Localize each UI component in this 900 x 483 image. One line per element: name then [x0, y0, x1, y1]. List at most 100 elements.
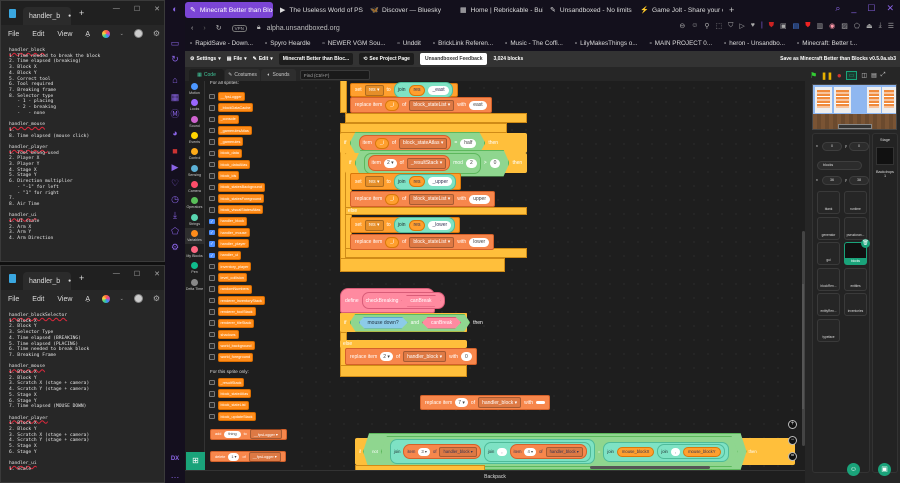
show-list-checkbox[interactable]: [209, 402, 215, 408]
dropdown[interactable]: handler_block ▾: [546, 447, 583, 457]
sprite-y-field[interactable]: 38: [849, 176, 869, 185]
list-reporter[interactable]: block_data: [217, 148, 242, 158]
category-strings[interactable]: Strings: [185, 211, 204, 227]
variable-reporter[interactable]: _i: [385, 193, 400, 205]
list-dropdown[interactable]: __fpsLogger ▾: [248, 451, 281, 462]
vr-icon[interactable]: ▭: [170, 38, 180, 48]
save-as-button[interactable]: Save as Minecraft Better than Blocks v0.…: [780, 56, 896, 62]
snapshot-icon[interactable]: ⬚: [715, 23, 723, 30]
show-list-checkbox[interactable]: [209, 391, 215, 397]
list-reporter[interactable]: renderer_inventoryStack: [217, 296, 265, 306]
stop-icon[interactable]: ●: [836, 71, 842, 80]
see-project-page-button[interactable]: ⟲See Project Page: [359, 53, 414, 65]
bookmark[interactable]: ▫MAIN PROJECT 0...: [650, 40, 713, 47]
horizontal-scrollbar[interactable]: [590, 466, 710, 469]
index-dropdown[interactable]: 1 ▾: [228, 452, 240, 461]
maximize-icon[interactable]: ☐: [133, 6, 141, 13]
show-list-checkbox[interactable]: [209, 127, 215, 134]
bookmark[interactable]: ▫Spyro Heardle: [265, 40, 311, 47]
settings-icon[interactable]: ⚙: [170, 242, 180, 252]
more-icon[interactable]: …: [170, 470, 180, 480]
number-dropdown[interactable]: 4 ▾: [524, 448, 536, 456]
variable-reporter[interactable]: mouse_blockX: [617, 447, 654, 457]
variable-reporter[interactable]: res: [408, 84, 426, 96]
category-control[interactable]: Control: [185, 146, 204, 162]
list-reporter[interactable]: world_background: [217, 341, 255, 351]
show-list-checkbox[interactable]: [209, 320, 215, 326]
dropdown[interactable]: handler_block ▾: [478, 397, 522, 408]
ui-extension-label[interactable]: DX: [170, 456, 180, 462]
value-input[interactable]: east: [469, 100, 487, 110]
dropdown[interactable]: _resultStack ▾: [407, 158, 446, 169]
list-reporter[interactable]: _resultStack: [217, 378, 245, 388]
show-list-checkbox[interactable]: [209, 379, 215, 386]
bookmark[interactable]: ▫NEWER VGM Sou...: [322, 40, 385, 47]
bag-icon[interactable]: ⌂: [172, 75, 178, 85]
boolean-sens[interactable]: mouse down?: [359, 317, 408, 329]
menu-view[interactable]: View: [57, 30, 73, 38]
find-input[interactable]: Find (Ctrl+F): [300, 70, 370, 80]
list-reporter[interactable]: _gamerules: [217, 137, 244, 147]
menu-icon[interactable]: ☰: [887, 23, 894, 30]
show-list-checkbox[interactable]: [209, 263, 215, 270]
show-list-checkbox[interactable]: [209, 207, 215, 213]
list-reporter[interactable]: _blockDataCache: [217, 103, 254, 113]
new-tab-button[interactable]: +: [729, 5, 735, 15]
fullscreen-icon[interactable]: ⤢: [880, 72, 886, 78]
y-field[interactable]: 0: [849, 142, 869, 151]
category-events[interactable]: Events: [185, 130, 204, 146]
file-menu[interactable]: ▤File▾: [226, 56, 247, 62]
tab-handler-b[interactable]: handler_b●: [23, 272, 71, 290]
dropdown[interactable]: block_stateList ▾: [409, 236, 455, 248]
value-input[interactable]: ,: [671, 448, 680, 456]
format-icon[interactable]: A̱: [85, 295, 91, 303]
value-input[interactable]: 0: [490, 159, 501, 168]
refresh-circle-icon[interactable]: ↻: [171, 54, 179, 64]
chevron-down-icon[interactable]: ⌄: [119, 295, 124, 302]
green-flag-icon[interactable]: ⚑: [810, 71, 818, 80]
show-list-checkbox[interactable]: ✓: [209, 218, 215, 225]
show-list-checkbox[interactable]: ✓: [209, 229, 215, 236]
list-reporter[interactable]: _console: [217, 114, 239, 124]
heart-icon[interactable]: ♥: [750, 22, 755, 29]
vpn-badge[interactable]: VPN: [231, 24, 247, 32]
minimize-icon[interactable]: —: [112, 5, 120, 12]
gear-icon[interactable]: ⚙: [152, 294, 160, 303]
list-reporter[interactable]: randomNumbers: [217, 284, 252, 294]
category-variables[interactable]: Variables: [185, 227, 204, 244]
image-icon[interactable]: ▨: [841, 23, 848, 30]
messenger-icon[interactable]: Ⓜ: [170, 109, 180, 119]
value-input[interactable]: _upper: [428, 177, 453, 186]
avatar[interactable]: [133, 29, 143, 38]
pause-icon[interactable]: ❚❚: [821, 72, 833, 80]
list-reporter[interactable]: handler_ui: [217, 250, 242, 260]
back-icon[interactable]: ‹: [191, 24, 194, 32]
chevron-down-icon[interactable]: ⌄: [119, 30, 124, 37]
show-list-checkbox[interactable]: [209, 309, 215, 315]
category-my-blocks[interactable]: My Blocks: [185, 244, 204, 260]
boolean-cust[interactable]: canBreak: [422, 317, 461, 329]
backpack[interactable]: Backpack: [185, 470, 805, 483]
forward-icon[interactable]: ›: [203, 24, 206, 32]
puzzle-icon[interactable]: ⬠: [853, 23, 860, 30]
bookmark[interactable]: ▫Music - The Coffi...: [505, 40, 563, 47]
menu-edit[interactable]: Edit: [32, 30, 45, 38]
emoji-icon[interactable]: ☺: [691, 22, 699, 29]
stage-canvas[interactable]: [812, 84, 897, 130]
number-dropdown[interactable]: 2 ▾: [384, 159, 397, 168]
dropdown[interactable]: handler_block ▾: [403, 351, 447, 362]
zoom-out-button[interactable]: −: [788, 436, 797, 445]
maximize-icon[interactable]: ☐: [867, 3, 876, 13]
minimize-icon[interactable]: —: [112, 270, 120, 277]
sprite-tile[interactable]: entities: [844, 267, 867, 291]
browser-tab[interactable]: ▶The Useless World of PS: [275, 2, 363, 18]
show-list-checkbox[interactable]: [209, 331, 215, 338]
value-input[interactable]: thing: [224, 430, 241, 438]
sprite-tile[interactable]: pseudoran...: [844, 216, 867, 240]
send-icon[interactable]: ▷: [739, 23, 745, 30]
sprite-tile[interactable]: blank: [817, 191, 840, 214]
